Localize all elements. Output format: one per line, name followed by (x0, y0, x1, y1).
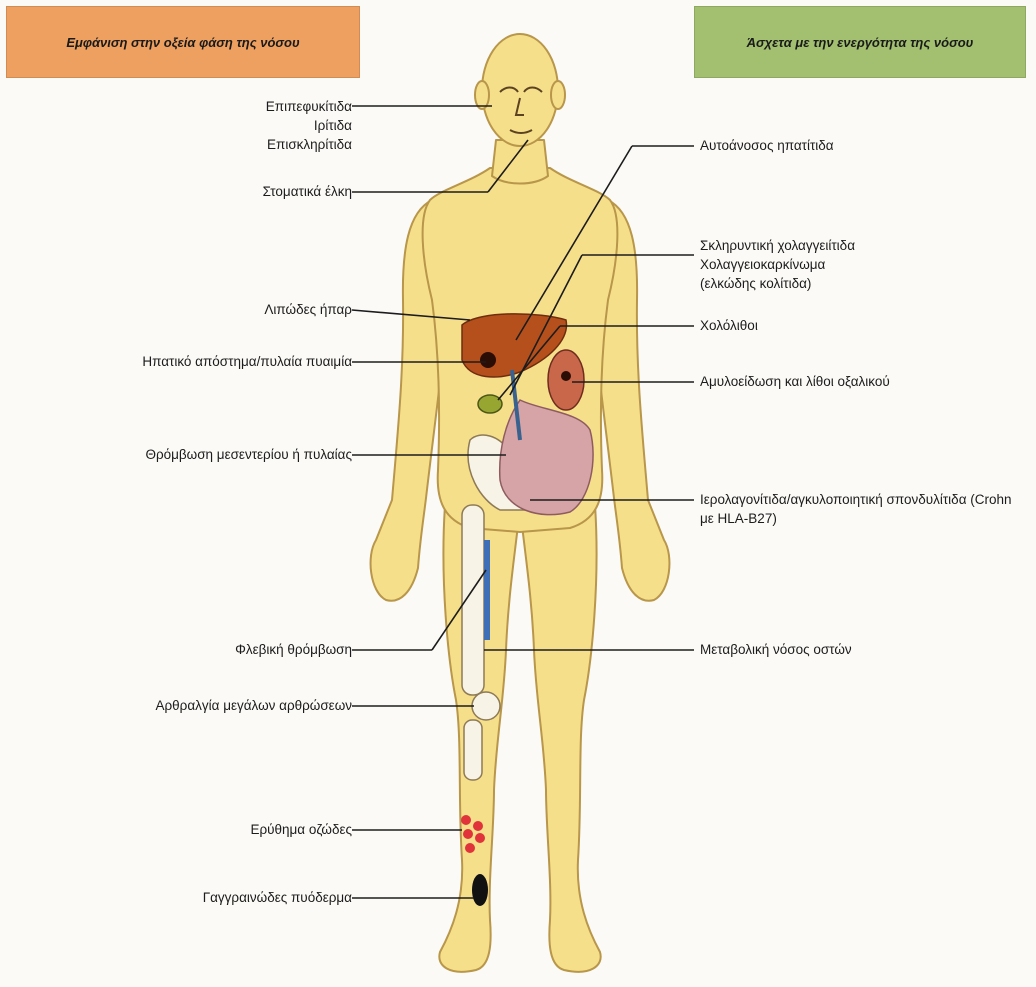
right-ear (475, 81, 489, 109)
label-arthralgia: Αρθραλγία μεγάλων αρθρώσεων (155, 696, 352, 715)
label-pyoderma-gangrenosum: Γαγγραινώδες πυόδερμα (203, 888, 352, 907)
label-metabolic-bone-disease: Μεταβολική νόσος οστών (700, 640, 852, 659)
tibia-bone (464, 720, 482, 780)
label-amyloidosis: Αμυλοείδωση και λίθοι οξαλικού (700, 372, 890, 391)
label-erythema-nodosum: Ερύθημα οζώδες (250, 820, 352, 839)
left-ear (551, 81, 565, 109)
left-leg (522, 505, 601, 972)
label-autoimmune-hepatitis: Αυτοάνοσος ηπατίτιδα (700, 136, 834, 155)
gallbladder-organ (478, 395, 502, 413)
label-mesenteric-thrombosis: Θρόμβωση μεσεντερίου ή πυλαίας (145, 445, 352, 464)
pyoderma-lesion (472, 874, 488, 906)
head (482, 34, 558, 146)
label-sacroiliitis: Ιερολαγονίτιδα/αγκυλοποιητική σπονδυλίτι… (700, 490, 1012, 528)
liver-abscess-icon (480, 352, 496, 368)
label-liver-abscess: Ηπατικό απόστημα/πυλαία πυαιμία (142, 352, 352, 371)
knee-joint (472, 692, 500, 720)
label-gallstones: Χολόλιθοι (700, 316, 758, 335)
label-conjunctivitis-group: Επιπεφυκίτιδα Ιρίτιδα Επισκληρίτιδα (266, 97, 352, 154)
label-oral-ulcers: Στοματικά έλκη (263, 182, 352, 201)
kidney-stone-icon (561, 371, 571, 381)
label-fatty-liver: Λιπώδες ήπαρ (264, 300, 352, 319)
label-venous-thrombosis: Φλεβική θρόμβωση (235, 640, 352, 659)
leg-vein (484, 540, 490, 640)
label-sclerosing-cholangitis-group: Σκληρυντική χολαγγειίτιδα Χολαγγειοκαρκί… (700, 236, 855, 293)
